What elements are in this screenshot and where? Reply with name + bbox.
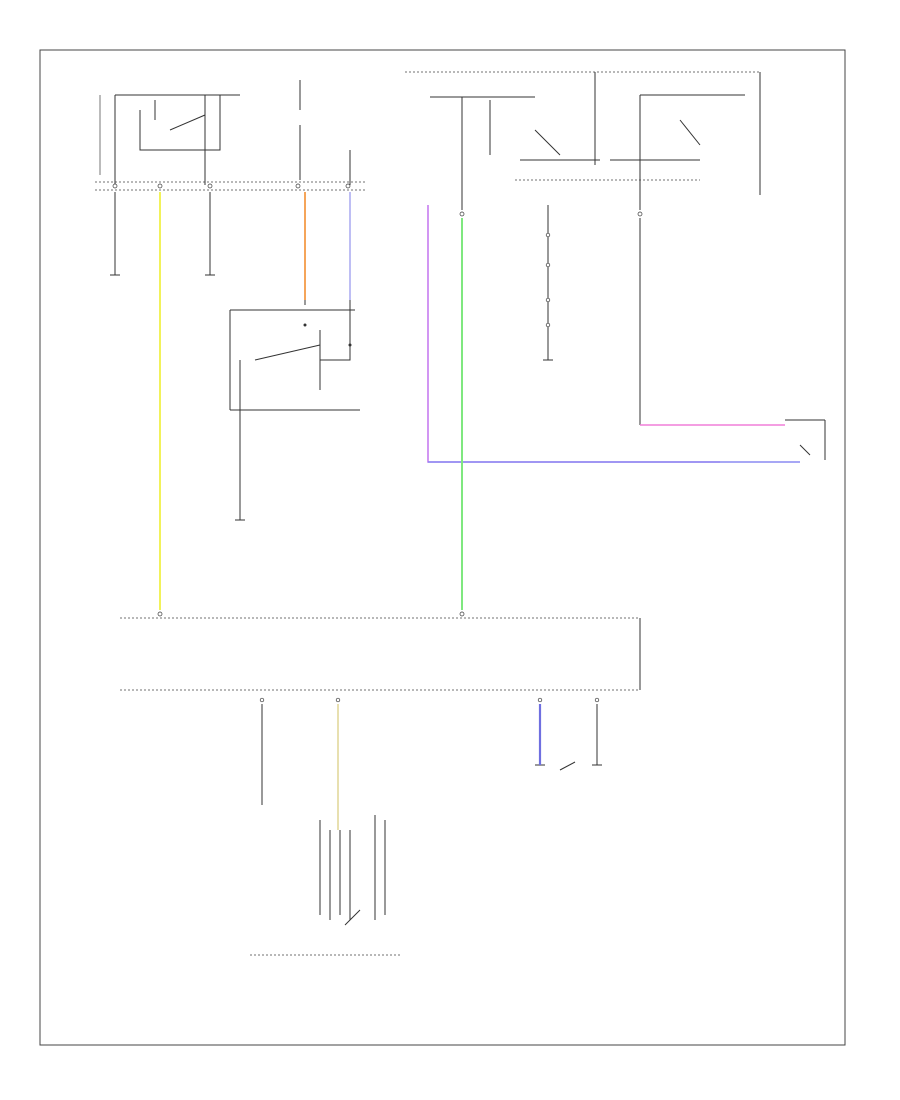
lower-circuit	[250, 697, 602, 956]
top-right-circuit	[405, 71, 826, 460]
diagram-frame	[39, 49, 846, 1046]
top-left-circuit	[95, 80, 365, 521]
wire-purple	[427, 205, 720, 463]
central-module	[120, 611, 641, 691]
